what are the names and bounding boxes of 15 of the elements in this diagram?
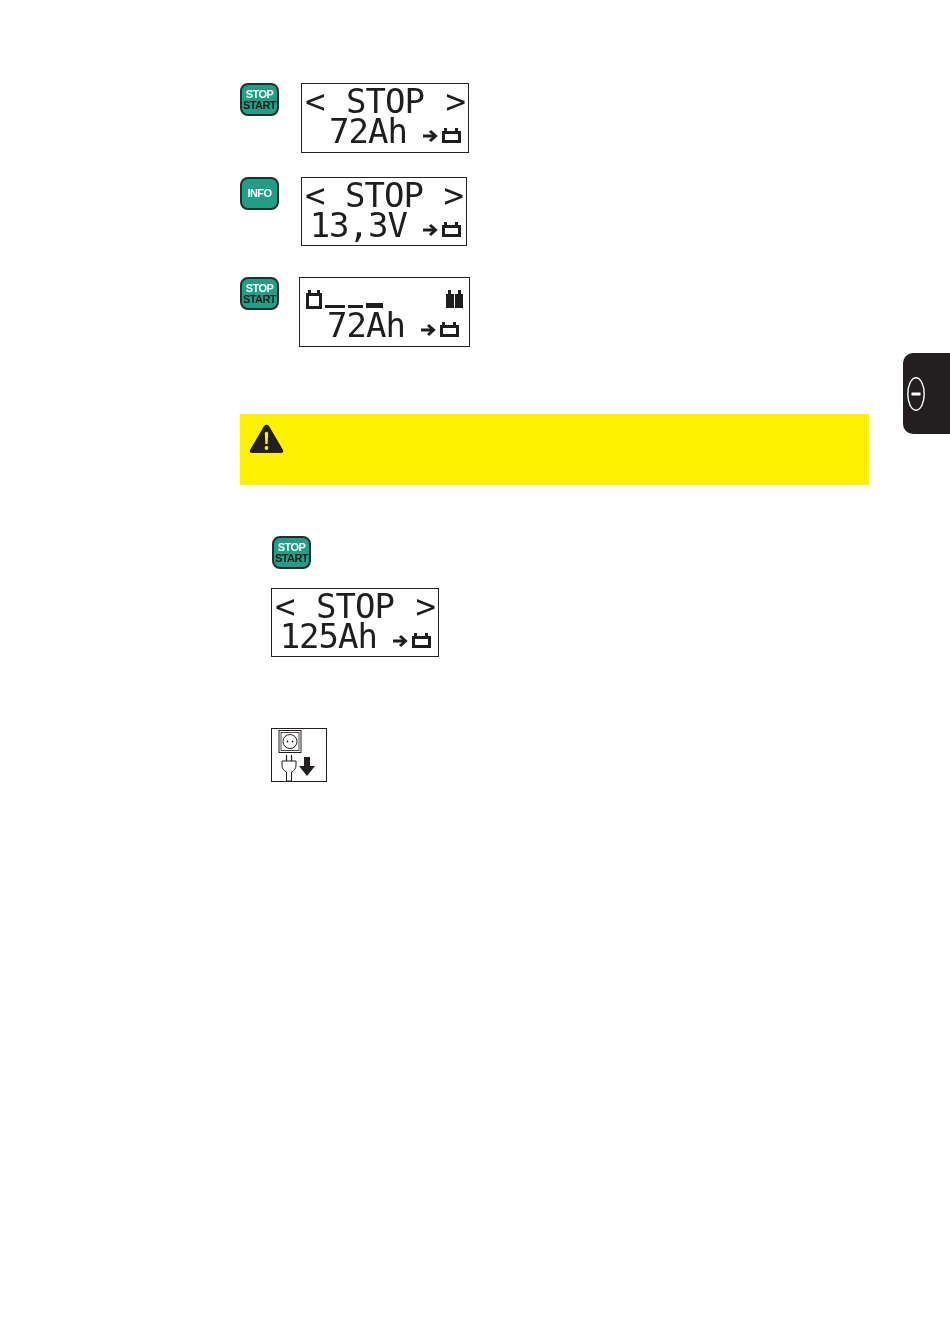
display-text: 125Ah: [279, 620, 377, 652]
lcd-display: [271, 588, 439, 657]
display-text: 13,3V: [309, 209, 407, 241]
lcd-display: [301, 177, 467, 246]
key-button: STOP START: [240, 277, 279, 310]
display-text: 72Ah: [327, 309, 405, 341]
display-text: < STOP >: [275, 590, 435, 622]
key-button: STOP START: [240, 83, 279, 116]
display-text: < STOP >: [305, 85, 465, 117]
lcd-display: [301, 83, 469, 153]
key-button: STOP START: [272, 536, 311, 569]
display-text: < STOP >: [305, 179, 463, 211]
key-button: INFO: [240, 177, 279, 210]
display-text: 72Ah: [329, 115, 407, 147]
lcd-display: [299, 277, 470, 347]
